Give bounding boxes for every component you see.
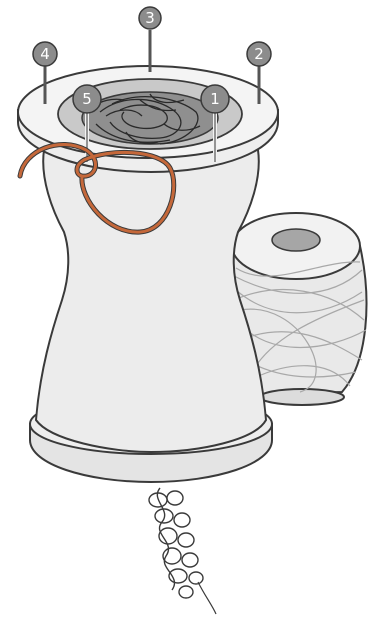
pin-4-label: 4 (40, 45, 50, 63)
pin-1-label: 1 (210, 90, 220, 108)
pin-2-label: 2 (254, 45, 264, 63)
knitted-chain-icon (149, 488, 216, 614)
pin-5-label: 5 (82, 90, 92, 108)
pin-3: 3 (139, 7, 161, 72)
pin-3-label: 3 (145, 9, 155, 27)
